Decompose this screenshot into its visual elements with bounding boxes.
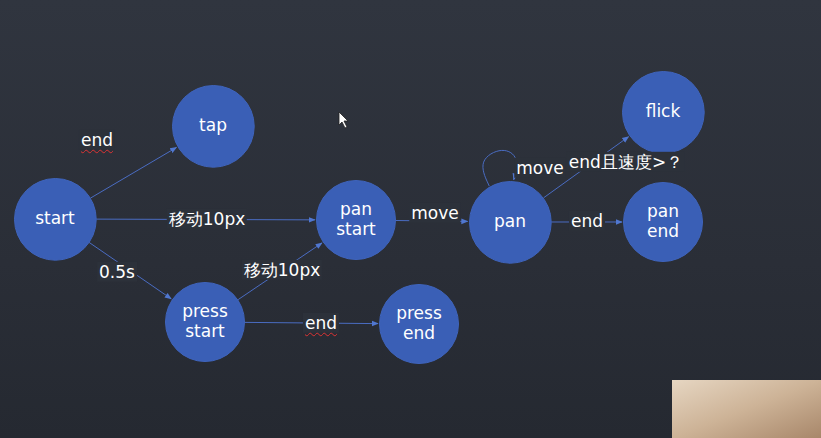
transition-label: 0.5s	[97, 262, 137, 282]
state-name: flick	[628, 102, 698, 122]
state-name: press end	[391, 304, 447, 343]
transition-label: move	[409, 203, 460, 223]
circle-shape	[622, 71, 704, 153]
transition-arrow	[89, 242, 171, 298]
state-circle: pan end	[623, 182, 703, 262]
circle-shape	[624, 183, 703, 262]
webcam-overlay	[672, 380, 821, 438]
state-circle: flick	[622, 71, 705, 154]
state-circle: pan	[469, 181, 552, 264]
state-name: pan end	[635, 202, 691, 241]
state-name: pan	[475, 212, 545, 232]
transition-label: 移动10px	[242, 260, 322, 280]
transition-label: 移动10px	[167, 209, 247, 229]
state-circle: pan start	[316, 180, 396, 260]
transition-label: end	[303, 313, 339, 333]
transition-label: end	[569, 211, 605, 231]
circle-shape	[166, 283, 245, 362]
transition-label: end且速度>？	[567, 152, 685, 172]
mouse-cursor	[339, 112, 348, 128]
circle-shape	[380, 285, 459, 364]
transition-arrow	[238, 243, 322, 300]
circle-shape	[14, 178, 96, 260]
state-name: press start	[177, 302, 233, 341]
circle-shape	[317, 181, 396, 260]
state-name: start	[20, 209, 90, 229]
state-name: pan start	[328, 200, 384, 239]
transition-label: move	[514, 158, 565, 178]
circle-shape	[172, 85, 254, 167]
state-circle: press start	[165, 282, 245, 362]
transition-label: end	[79, 130, 115, 150]
circle-shape	[469, 181, 551, 263]
state-circle: start	[14, 178, 97, 261]
state-name: tap	[178, 116, 248, 136]
state-circle: tap	[172, 85, 255, 168]
state-circle: press end	[379, 284, 459, 364]
transition-arrow	[91, 147, 177, 198]
